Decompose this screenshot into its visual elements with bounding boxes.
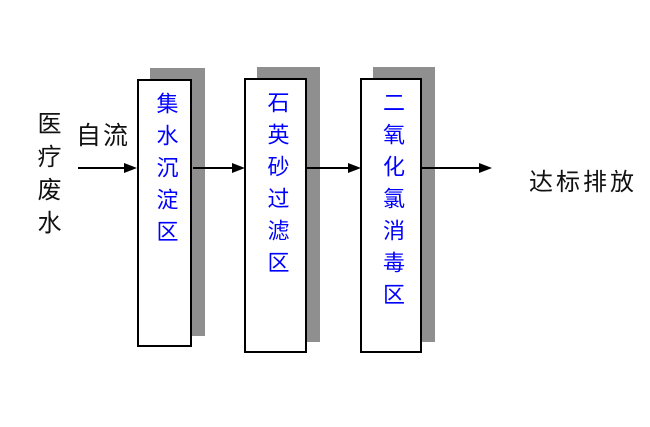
discharge-label: 达标排放 [529,168,637,196]
arrow-head-icon [479,163,492,173]
flow-arrow-4 [422,162,492,174]
stage-box-collection-sedimentation: 集水沉淀区 [137,79,192,347]
arrow-head-icon [124,163,137,173]
flow-mode-label: 自流 [76,121,131,150]
arrow-shaft [78,167,127,169]
stage-label-chlorine-dioxide-disinfection: 二氧化氯消毒区 [379,91,404,315]
source-label: 医疗废水 [33,111,61,243]
flow-arrow-2 [193,162,245,174]
arrow-shaft [422,167,482,169]
flow-arrow-3 [307,162,361,174]
arrow-shaft [307,167,351,169]
flow-arrow-1 [78,162,137,174]
stage-box-chlorine-dioxide-disinfection: 二氧化氯消毒区 [360,78,422,353]
stage-label-quartz-sand-filtration: 石英砂过滤区 [263,91,289,283]
arrow-head-icon [348,163,361,173]
arrow-shaft [193,167,235,169]
stage-box-quartz-sand-filtration: 石英砂过滤区 [244,78,307,353]
stage-label-collection-sedimentation: 集水沉淀区 [152,92,178,252]
arrow-head-icon [232,163,245,173]
